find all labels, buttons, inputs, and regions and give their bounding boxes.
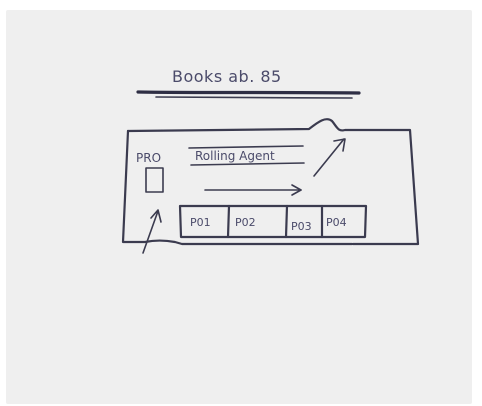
process-label: Rolling Agent bbox=[195, 149, 275, 163]
partition-cell-3: P03 bbox=[291, 220, 312, 233]
outer-boundary-left-bottom bbox=[121, 129, 354, 246]
diagonal-arrow-line bbox=[313, 138, 345, 177]
partition-strip bbox=[178, 204, 368, 239]
partition-cell-2: P02 bbox=[235, 216, 256, 229]
horizontal-arrow-head bbox=[291, 184, 302, 196]
outer-boundary-top-right bbox=[126, 118, 420, 246]
left-arrow-line bbox=[142, 210, 159, 254]
partition-cell-4: P04 bbox=[326, 216, 347, 229]
title-underline bbox=[136, 90, 361, 95]
entity-box bbox=[145, 167, 164, 193]
diagonal-arrow-head bbox=[333, 138, 346, 152]
diagram-title: Books ab. 85 bbox=[172, 67, 282, 86]
title-underline-thin bbox=[155, 96, 353, 99]
left-arrow-head bbox=[150, 209, 162, 223]
partition-dividers bbox=[226, 204, 324, 239]
partition-cell-1: P01 bbox=[190, 216, 211, 229]
entity-label: PRO bbox=[136, 151, 161, 165]
process-label-frame bbox=[188, 145, 305, 166]
